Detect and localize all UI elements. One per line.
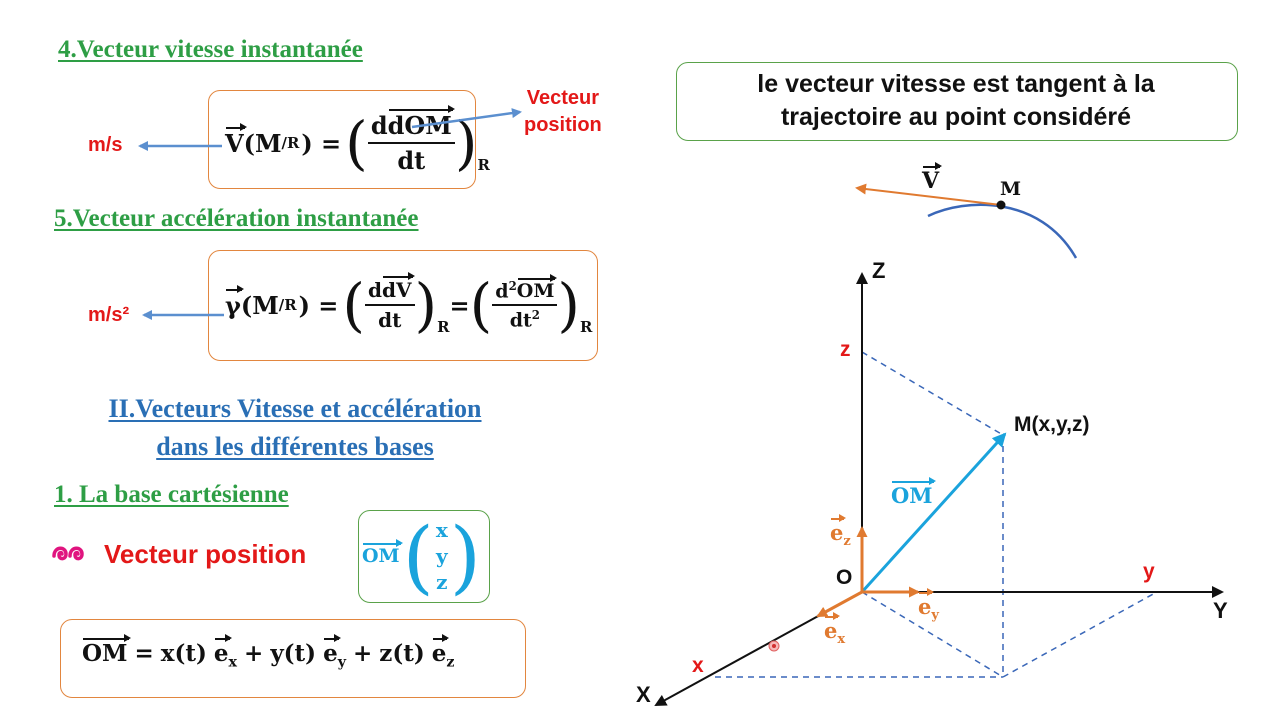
tangent-callout-box [676, 62, 1238, 141]
position-annotation-arrow [411, 108, 522, 129]
matrix-z: z [436, 570, 448, 594]
callout-line1: le vecteur vitesse est tangent à la [757, 70, 1155, 98]
sectionII-line2: dans les différentes bases [156, 432, 434, 461]
matrix-components: x y z [436, 517, 448, 595]
frac-den: dt [397, 146, 426, 175]
ey-text: e [918, 588, 935, 619]
annotation-line2: position [524, 114, 602, 136]
sectionII-title: II.Vecteurs Vitesse et accélération dans… [40, 390, 550, 466]
frac1-ref: R [437, 318, 450, 336]
ex-sub: x [837, 632, 846, 648]
velocity-formula: V (M/R ) = ( ddOM dt ) R [225, 105, 490, 177]
eq-ey: e [323, 634, 341, 667]
eq-ez: e [431, 634, 449, 667]
eq-ey-sub: y [337, 654, 346, 671]
matrix-vec-OM: OM [362, 539, 403, 567]
formula-eq2: = [449, 290, 470, 320]
frac1-den: dt [378, 308, 402, 332]
formula-arg: (M [240, 290, 279, 320]
frac2-den-exp: 2 [531, 308, 540, 322]
point-M-dot [996, 200, 1006, 210]
ey-label: ey [918, 588, 939, 624]
ez-text: e [830, 514, 847, 545]
origin-label: O [836, 566, 853, 589]
frac2-exp: 2 [508, 278, 517, 293]
sectionII-line1: II.Vecteurs Vitesse et accélération [108, 394, 482, 423]
ex-arrow [816, 590, 863, 618]
formula-vec-gamma: γ [225, 284, 244, 320]
coord-z-label: z [840, 338, 851, 361]
point-M-xyz-label: M(x,y,z) [1014, 413, 1090, 436]
swirl-icon [52, 546, 84, 561]
formula-eq: ) = [298, 290, 339, 320]
tangent-M-label: M [1000, 178, 1022, 200]
ez-sub: z [843, 534, 851, 550]
tangent-V-label: V [922, 162, 943, 194]
frac2-ref: R [580, 318, 593, 336]
eq-ez-sub: z [446, 654, 455, 671]
position-vector-label: Vecteur position [104, 539, 307, 569]
velocity-formula-box [208, 90, 476, 189]
callout-line2: trajectoire au point considéré [780, 103, 1132, 131]
position-annotation: Vecteur position [524, 85, 602, 139]
annotation-line1: Vecteur [526, 87, 600, 109]
formula-arg: (M [243, 128, 282, 158]
formula-eq: ) = [301, 128, 342, 158]
matrix-y: y [435, 544, 448, 568]
section4-title: 4.Vecteur vitesse instantanée [58, 36, 363, 63]
OM-vector-label: OM [891, 477, 936, 508]
coord-y-label: y [1143, 560, 1155, 583]
eq-lhs: OM [82, 634, 130, 667]
axis-X-label: X [636, 682, 651, 707]
eq-term3: z(t) [379, 640, 425, 667]
frac2-num-vec: OM [516, 274, 557, 302]
acceleration-formula: γ (M/R ) = ( ddV dt ) R = ( d2OM dt2 ) R [225, 271, 593, 339]
ey-sub: y [931, 608, 939, 624]
position-matrix-box [358, 510, 490, 603]
OM-vector-arrow [860, 432, 1007, 594]
ex-label: ex [824, 612, 846, 648]
ex-text: e [824, 612, 841, 643]
coord-x-label: x [692, 654, 704, 677]
tangent-V-text: V [922, 162, 943, 194]
axis-Y-label: Y [1213, 598, 1228, 623]
projection-lines [715, 351, 1156, 678]
eq-term2: y(t) [270, 640, 317, 667]
matrix-x: x [435, 518, 448, 542]
trajectory-curve [927, 203, 1078, 259]
frac2-den: dt [509, 309, 532, 332]
eq-plus1: + [244, 640, 264, 667]
eq-ex-sub: x [228, 654, 238, 671]
tangent-velocity-arrow [855, 183, 1002, 206]
eq-term1: x(t) [160, 640, 207, 667]
position-matrix: OM ( x y z ) [362, 509, 481, 603]
acceleration-unit: m/s² [88, 304, 130, 326]
eq-plus2: + [353, 640, 373, 667]
formula-sub: /R [278, 296, 297, 314]
ez-label: ez [830, 514, 851, 550]
accel-fraction-2: d2OM dt2 [492, 274, 558, 332]
velocity-unit: m/s [88, 134, 123, 156]
cartesian-equation: OM = x(t) ex + y(t) ey + z(t) ez [82, 634, 455, 671]
tangent-callout: le vecteur vitesse est tangent à la traj… [676, 68, 1236, 134]
frac2-d: d [495, 280, 509, 302]
section1-title: 1. La base cartésienne [54, 481, 289, 508]
OM-vector-text: OM [891, 477, 936, 508]
eq-sign: = [134, 640, 154, 667]
formula-vec-V: V [225, 122, 247, 158]
accel-fraction-1: ddV dt [365, 272, 415, 332]
eq-ex: e [213, 634, 232, 667]
frac-ref: R [477, 156, 490, 174]
cartesian-equation-box [60, 619, 526, 698]
axis-Z-label: Z [872, 258, 886, 283]
section5-title: 5.Vecteur accélération instantanée [54, 205, 419, 232]
frac1-num: dV [382, 272, 415, 302]
formula-sub: /R [281, 134, 300, 152]
